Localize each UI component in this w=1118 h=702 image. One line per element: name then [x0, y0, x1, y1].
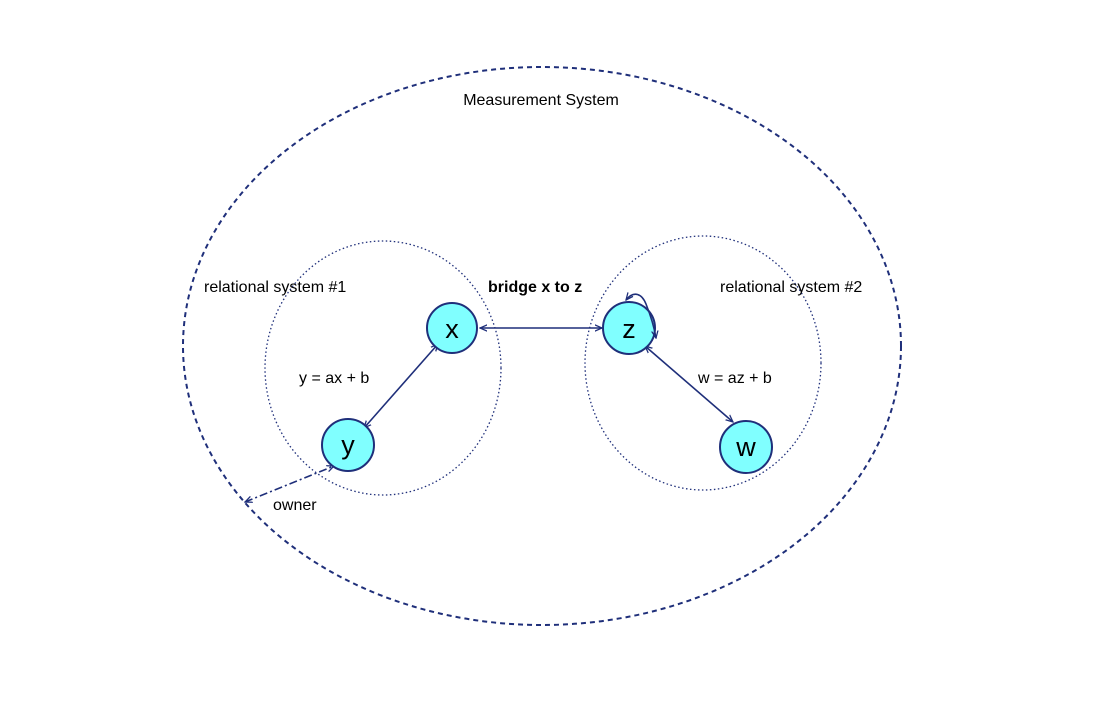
- owner-arrow: [245, 466, 334, 502]
- node-z-label: z: [622, 314, 636, 344]
- z-self-loop-arrow: [626, 294, 656, 338]
- relational-system-2-boundary: [584, 235, 822, 491]
- owner-label: owner: [273, 497, 317, 514]
- node-y-circle: [321, 418, 375, 472]
- node-z: z: [602, 301, 656, 355]
- equation-1-label: y = ax + b: [299, 370, 369, 387]
- node-w: w: [719, 420, 773, 474]
- z-w-relation-arrow: [645, 346, 733, 422]
- measurement-system-label: Measurement System: [463, 92, 619, 109]
- node-w-label: w: [735, 432, 756, 462]
- node-y-label: y: [341, 430, 355, 460]
- measurement-system-boundary: [182, 66, 902, 626]
- relational-system-2-label: relational system #2: [720, 279, 862, 296]
- relational-system-1-label: relational system #1: [204, 279, 346, 296]
- equation-2-label: w = az + b: [697, 370, 772, 387]
- node-w-circle: [719, 420, 773, 474]
- node-x-label: x: [445, 314, 459, 344]
- node-y: y: [321, 418, 375, 472]
- node-x-circle: [426, 302, 478, 354]
- bridge-label: bridge x to z: [488, 279, 582, 296]
- x-y-relation-arrow: [364, 344, 438, 428]
- relational-system-1-boundary: [264, 240, 502, 496]
- node-x: x: [426, 302, 478, 354]
